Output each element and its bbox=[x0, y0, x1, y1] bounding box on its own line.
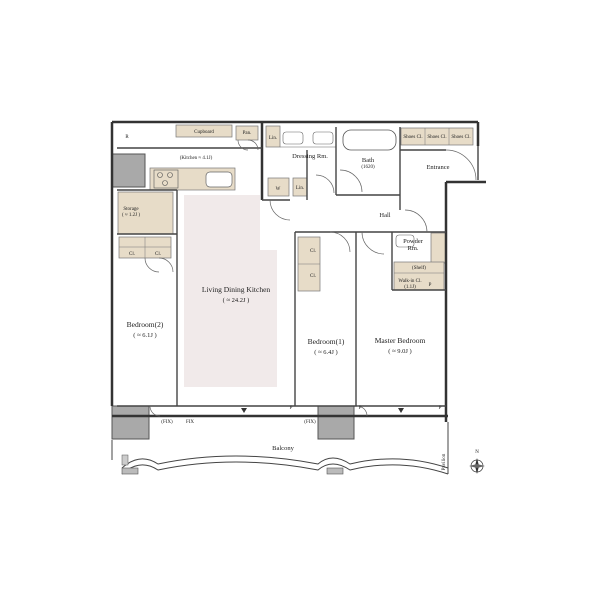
window-marker-ldk bbox=[241, 408, 247, 413]
kitchen-sink bbox=[205, 171, 233, 188]
fix1-label: (FIX) bbox=[161, 420, 173, 425]
pavilion-label: Pavilion bbox=[442, 453, 447, 470]
compass-n-label: N bbox=[475, 450, 479, 455]
storage-fixture bbox=[117, 191, 174, 235]
bed2-area: ( ≈ 6.1J ) bbox=[133, 332, 156, 339]
cupboard-label: Cupboard bbox=[194, 130, 214, 135]
pantry-label: Pan. bbox=[243, 131, 252, 136]
pipe1-label: P bbox=[290, 406, 293, 411]
door-swing-master bbox=[361, 231, 385, 255]
door-swing-bed1 bbox=[329, 231, 351, 253]
closet-bed2b-label: Cl. bbox=[155, 252, 161, 257]
linen2-label: Lin. bbox=[296, 186, 304, 191]
closet-bed1a-label: Cl. bbox=[310, 249, 316, 254]
walkin-fixture bbox=[393, 261, 445, 291]
powder-label-2: Rm. bbox=[407, 245, 418, 252]
shelf-label: (Shelf) bbox=[412, 266, 426, 271]
pipe2-label: P bbox=[359, 406, 362, 411]
bath-size: (1620) bbox=[361, 165, 375, 170]
door-swing-bed2 bbox=[144, 257, 160, 273]
shoes2-label: Shoes Cl. bbox=[427, 135, 446, 140]
door-swing-dressing bbox=[269, 199, 291, 221]
dressing-sink-1 bbox=[282, 131, 304, 145]
dressing-label: Dressing Rm. bbox=[292, 153, 328, 160]
door-swing-entrance bbox=[445, 149, 477, 181]
storage-area: ( ≈ 1.2J ) bbox=[122, 213, 140, 218]
walkin-area: (1.1J) bbox=[404, 285, 416, 290]
fix2-label: FIX bbox=[186, 420, 194, 425]
window-marker-master bbox=[398, 408, 404, 413]
cupboard-fixture bbox=[175, 124, 233, 138]
washer-label: W bbox=[276, 187, 281, 192]
storage-label: Storage bbox=[123, 207, 139, 212]
master-label: Master Bedroom bbox=[375, 336, 426, 345]
bathtub bbox=[342, 129, 397, 151]
pipe3-label: P bbox=[439, 406, 442, 411]
closet-bed1b-label: Cl. bbox=[310, 274, 316, 279]
ldk-floor-shade bbox=[184, 195, 277, 387]
fix3-label: (FIX) bbox=[304, 420, 316, 425]
shoes3-label: Shoes Cl. bbox=[451, 135, 470, 140]
door-swing-powder bbox=[404, 209, 428, 233]
column-top-left bbox=[111, 153, 146, 188]
column-bottom-mid bbox=[317, 405, 355, 440]
powder-counter bbox=[430, 232, 447, 264]
entrance-label: Entrance bbox=[426, 164, 449, 171]
north-compass-icon bbox=[469, 458, 485, 474]
pipe4-label: P bbox=[429, 283, 432, 288]
powder-label: Powder bbox=[403, 238, 424, 245]
door-swing-kitchen bbox=[237, 139, 249, 151]
column-bottom-left bbox=[111, 405, 150, 440]
walkin-label: Walk-in Cl. bbox=[398, 279, 421, 284]
kitchen-label: (Kitchen ≈ 4.1J) bbox=[180, 156, 213, 161]
door-swing-hall bbox=[315, 174, 335, 194]
bed1-label: Bedroom(1) bbox=[308, 337, 345, 346]
shoes1-label: Shoes Cl. bbox=[403, 135, 422, 140]
linen1-fixture bbox=[265, 125, 281, 148]
bath-label: Bath bbox=[362, 157, 375, 164]
shoes-fixture bbox=[400, 127, 474, 146]
ldk-label: Living Dining Kitchen bbox=[202, 285, 271, 294]
bed1-area: ( ≈ 6.4J ) bbox=[314, 349, 337, 356]
ldk-area: ( ≈ 24.2J ) bbox=[223, 297, 250, 304]
bed2-label: Bedroom(2) bbox=[127, 320, 164, 329]
dressing-sink-2 bbox=[312, 131, 334, 145]
balcony-edge bbox=[121, 455, 449, 469]
door-swing-bath bbox=[339, 169, 363, 193]
powder-sink bbox=[395, 234, 415, 248]
master-area: ( ≈ 9.0J ) bbox=[388, 348, 411, 355]
balcony-label: Balcony bbox=[272, 445, 294, 452]
pantry-fixture bbox=[235, 125, 259, 141]
stove-burners bbox=[153, 169, 179, 189]
linen1-label: Lin. bbox=[269, 136, 277, 141]
refrigerator-label: R bbox=[125, 135, 129, 140]
hall-label: Hall bbox=[379, 212, 390, 219]
closet-bed2-label: Cl. bbox=[129, 252, 135, 257]
washer-fixture bbox=[267, 177, 290, 197]
